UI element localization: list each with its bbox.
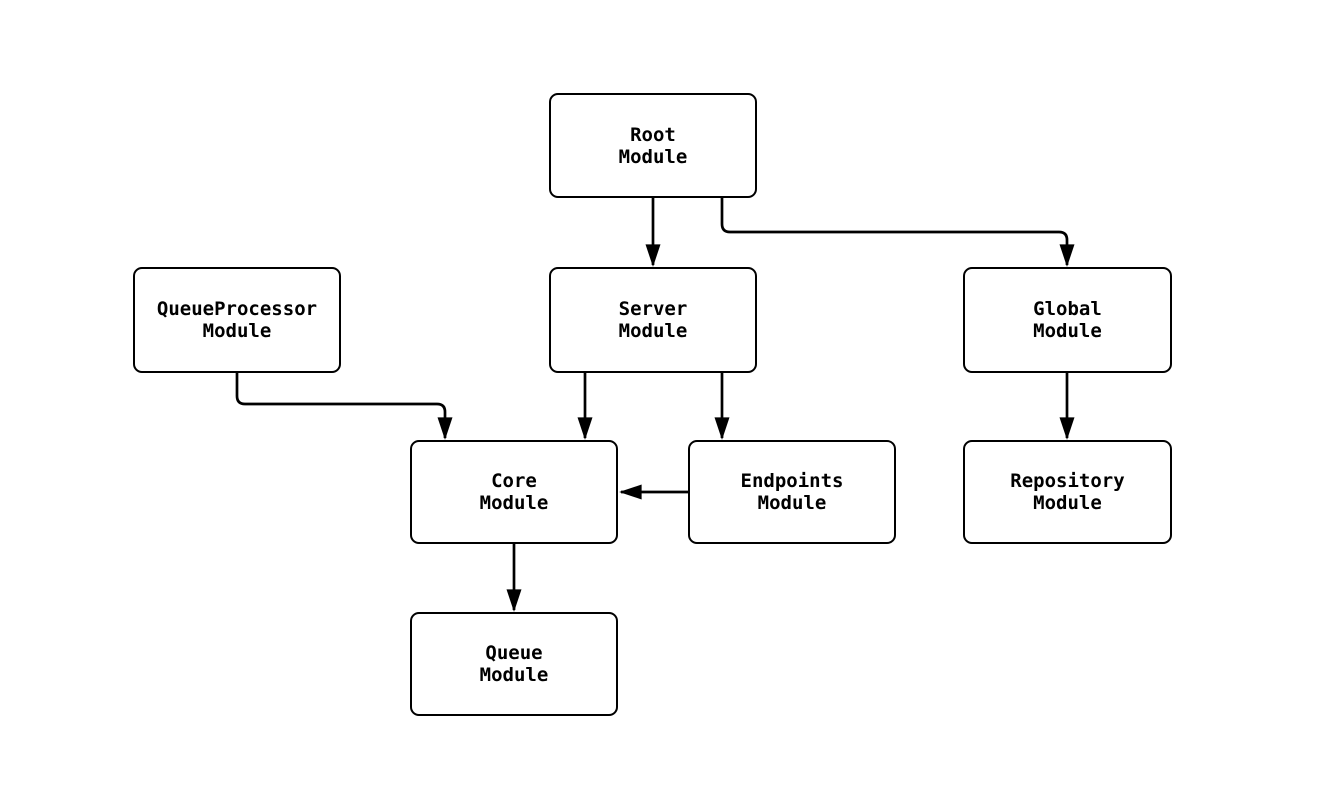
node-repository-module: Repository Module — [963, 440, 1172, 544]
node-core-module: Core Module — [410, 440, 618, 544]
node-endpoints-module: Endpoints Module — [688, 440, 896, 544]
node-server-module: Server Module — [549, 267, 757, 373]
node-global-module: Global Module — [963, 267, 1172, 373]
edge-root-to-global — [720, 197, 1075, 267]
edge-queueprocessor-to-core — [235, 373, 453, 440]
node-root-module: Root Module — [549, 93, 757, 198]
node-queueprocessor-module: QueueProcessor Module — [133, 267, 341, 373]
node-queue-module: Queue Module — [410, 612, 618, 716]
